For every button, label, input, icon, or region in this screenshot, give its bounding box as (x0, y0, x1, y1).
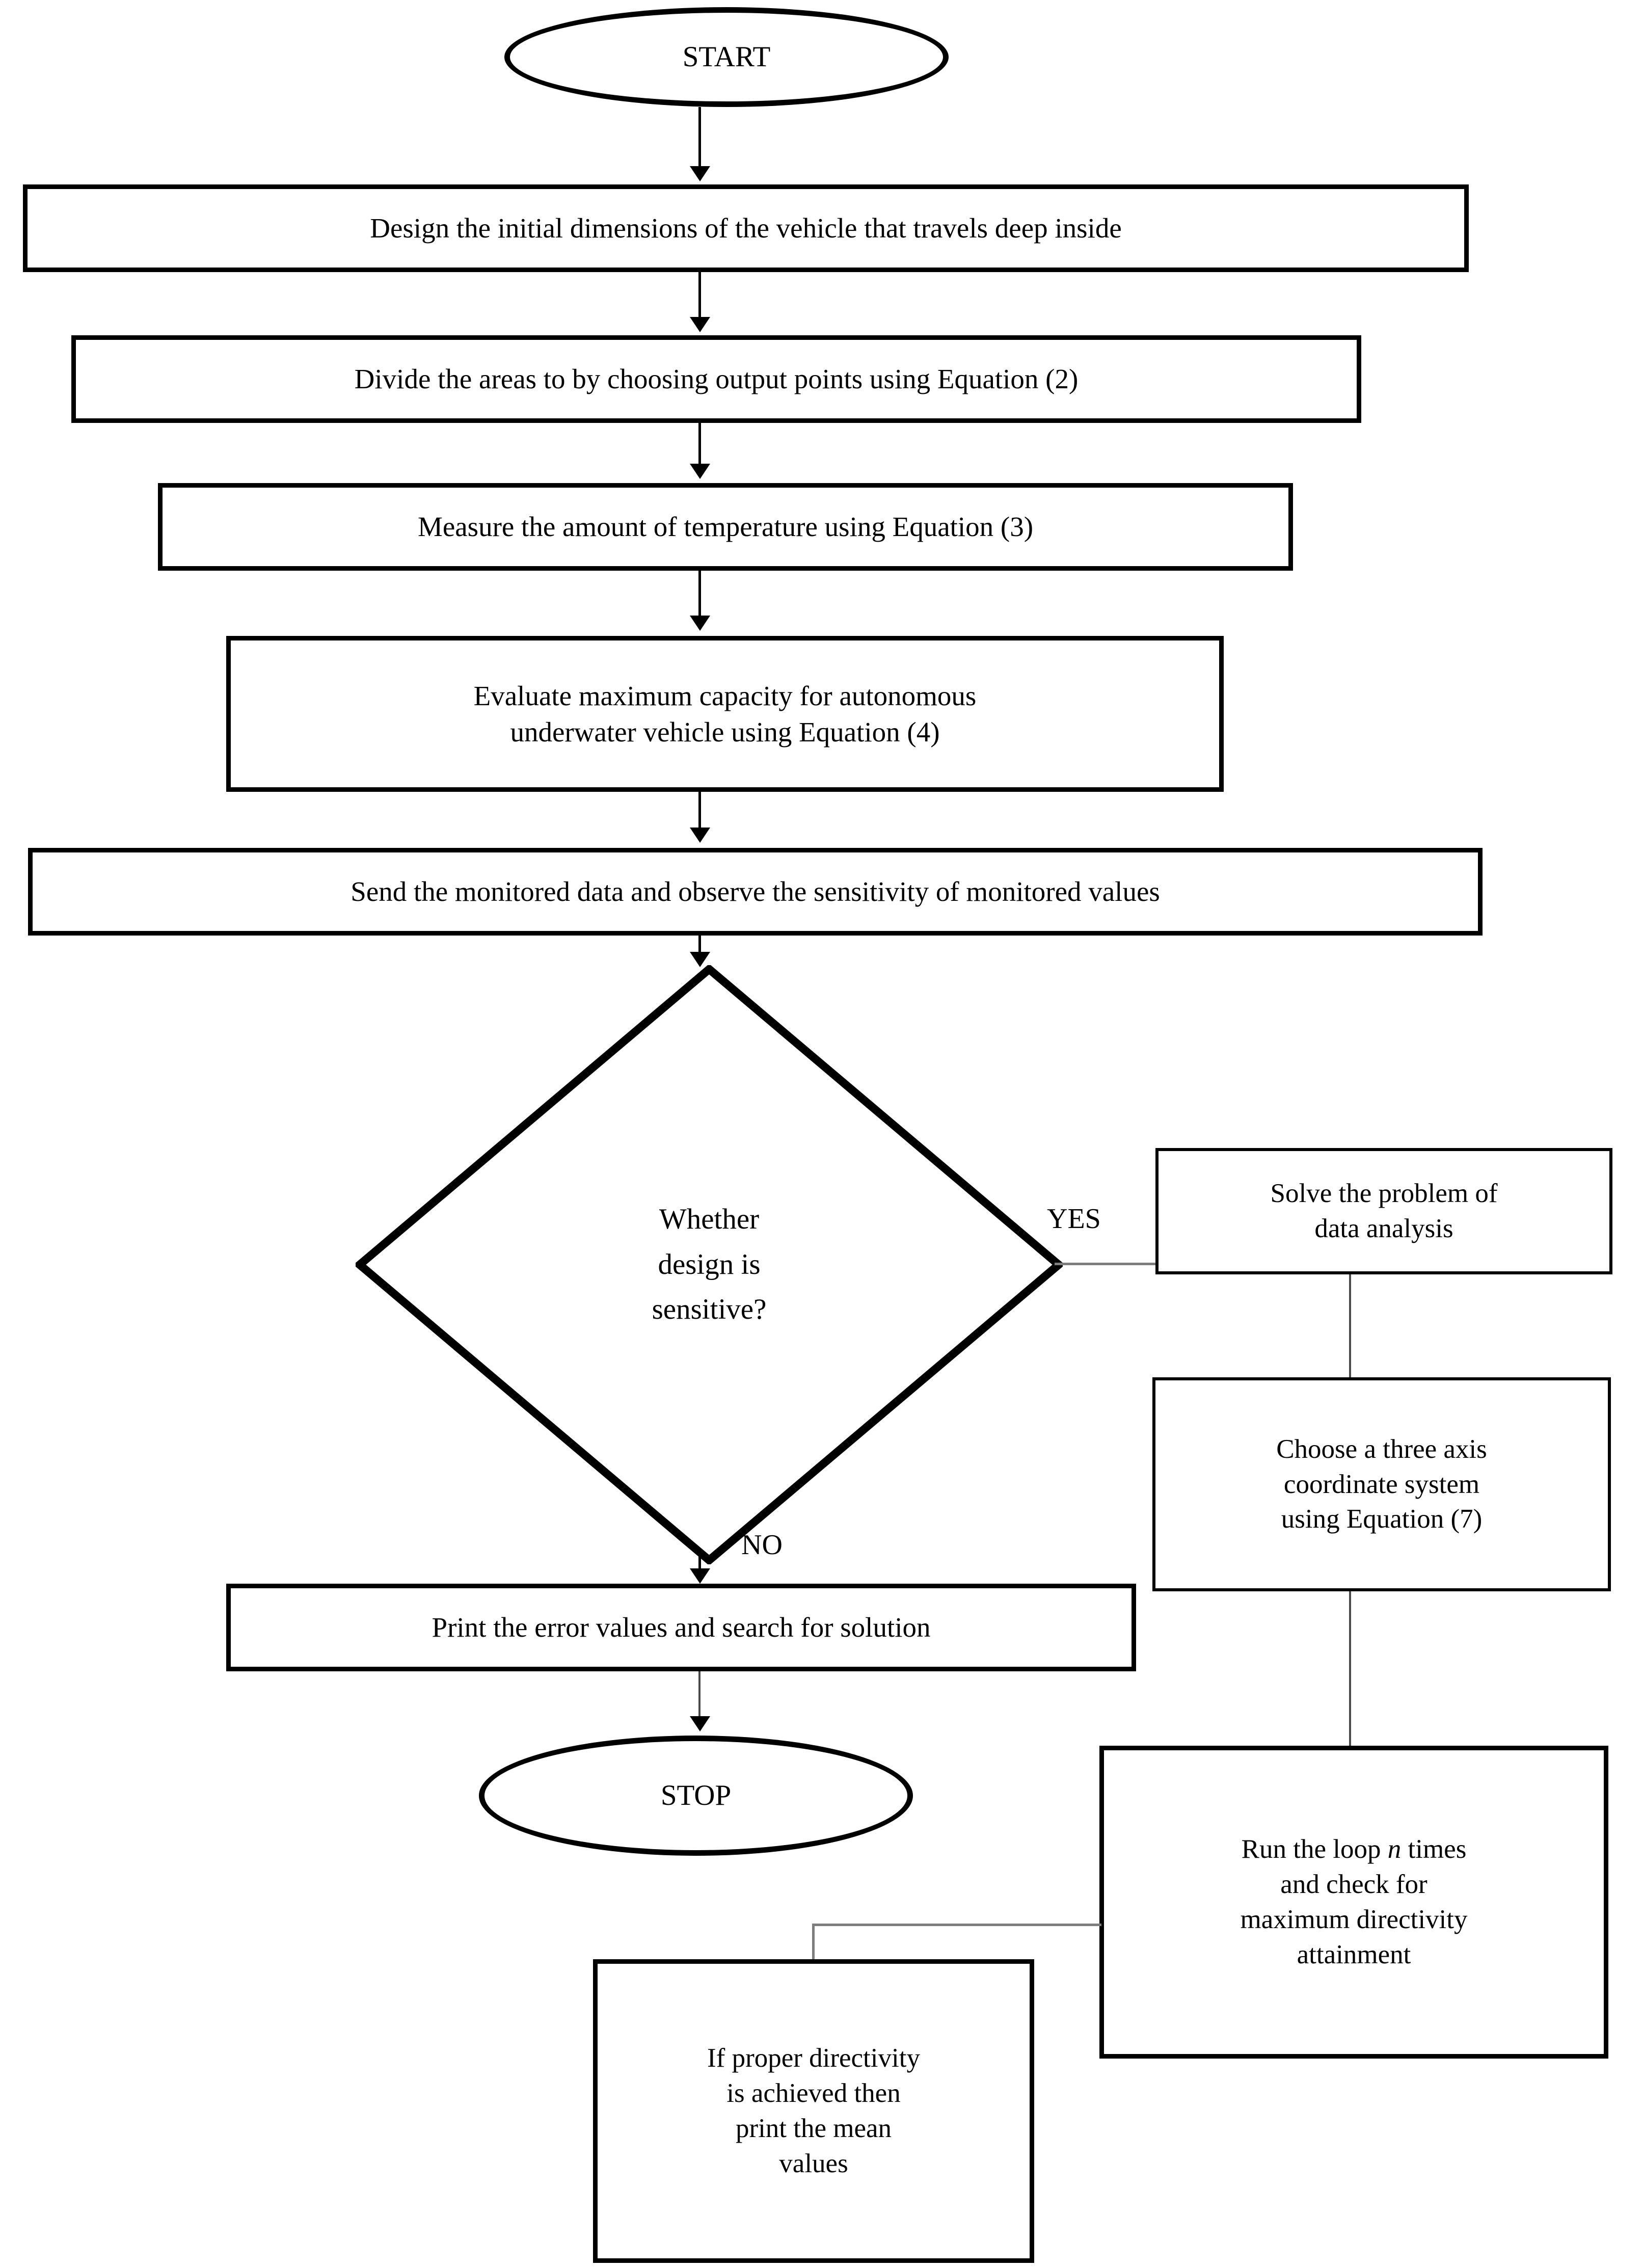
connector-decision-no (698, 1549, 701, 1570)
node-run-loop-variable-n: n (1387, 1834, 1402, 1864)
node-run-loop: Run the loop n times and check for maxim… (1099, 1746, 1608, 2059)
node-design-dimensions: Design the initial dimensions of the veh… (23, 184, 1469, 272)
node-measure-temperature: Measure the amount of temperature using … (158, 483, 1293, 571)
node-run-loop-line2: and check for (1280, 1870, 1427, 1900)
node-measure-temperature-label: Measure the amount of temperature using … (417, 511, 1034, 543)
connector-start-to-step1 (698, 107, 701, 168)
node-print-mean-values-line4: values (779, 2148, 848, 2178)
connector-runloop-to-directivity-vertical (812, 1924, 815, 1961)
arrowhead-step5-to-decision (690, 952, 710, 967)
node-print-error-values: Print the error values and search for so… (226, 1584, 1136, 1671)
node-send-monitored-data: Send the monitored data and observe the … (28, 848, 1483, 936)
node-decision-sensitive: Whether design is sensitive? (356, 965, 1063, 1564)
node-stop-label: STOP (660, 1779, 732, 1811)
decision-diamond-shape (356, 965, 1063, 1564)
node-choose-line2: coordinate system (1283, 1469, 1480, 1499)
node-evaluate-capacity-line1: Evaluate maximum capacity for autonomous (473, 680, 977, 711)
node-evaluate-capacity-line2: underwater vehicle using Equation (4) (510, 716, 940, 748)
node-stop: STOP (479, 1736, 913, 1856)
arrowhead-step3-to-step4 (690, 616, 710, 631)
node-print-mean-values-line3: print the mean (735, 2114, 892, 2143)
arrowhead-decision-no (690, 1568, 710, 1584)
node-choose-line1: Choose a three axis (1276, 1434, 1487, 1464)
arrowhead-start-to-step1 (690, 166, 710, 181)
connector-step2-to-step3 (698, 423, 701, 465)
node-send-monitored-data-label: Send the monitored data and observe the … (351, 876, 1160, 908)
node-run-loop-line4: attainment (1297, 1939, 1411, 1969)
node-choose-coordinate-system: Choose a three axis coordinate system us… (1152, 1377, 1611, 1591)
node-print-mean-values: If proper directivity is achieved then p… (593, 1959, 1034, 2263)
node-run-loop-line1-suffix: times (1401, 1834, 1467, 1864)
node-solve-problem-line2: data analysis (1314, 1214, 1453, 1243)
connector-solve-to-choose (1349, 1274, 1351, 1379)
node-divide-areas-label: Divide the areas to by choosing output p… (354, 363, 1079, 395)
edge-label-no: NO (741, 1529, 783, 1561)
node-print-mean-values-line2: is achieved then (726, 2078, 901, 2109)
arrowhead-step1-to-step2 (690, 317, 710, 332)
arrowhead-step4-to-step5 (690, 828, 710, 843)
edge-label-yes: YES (1047, 1203, 1101, 1235)
connector-step1-to-step2 (698, 272, 701, 319)
connector-choose-to-runloop (1349, 1591, 1351, 1747)
node-solve-problem-line1: Solve the problem of (1270, 1179, 1498, 1209)
node-choose-line3: using Equation (7) (1281, 1504, 1483, 1534)
connector-step4-to-step5 (698, 792, 701, 830)
arrowhead-print-to-stop (690, 1716, 710, 1731)
node-divide-areas: Divide the areas to by choosing output p… (71, 335, 1361, 423)
node-evaluate-capacity: Evaluate maximum capacity for autonomous… (226, 636, 1224, 792)
node-solve-problem: Solve the problem of data analysis (1155, 1148, 1612, 1274)
connector-runloop-to-directivity-horizontal (812, 1924, 1101, 1926)
node-start: START (504, 7, 949, 107)
connector-decision-yes (1055, 1263, 1159, 1265)
connector-print-to-stop (698, 1671, 701, 1718)
node-run-loop-line1-prefix: Run the loop (1241, 1834, 1388, 1864)
connector-step5-to-decision (698, 936, 701, 955)
node-design-dimensions-label: Design the initial dimensions of the veh… (370, 212, 1122, 244)
connector-step3-to-step4 (698, 571, 701, 618)
node-run-loop-line3: maximum directivity (1240, 1905, 1468, 1934)
arrowhead-step2-to-step3 (690, 464, 710, 479)
node-start-label: START (682, 40, 771, 73)
node-print-mean-values-line1: If proper directivity (707, 2043, 920, 2073)
node-print-error-values-label: Print the error values and search for so… (432, 1612, 931, 1643)
